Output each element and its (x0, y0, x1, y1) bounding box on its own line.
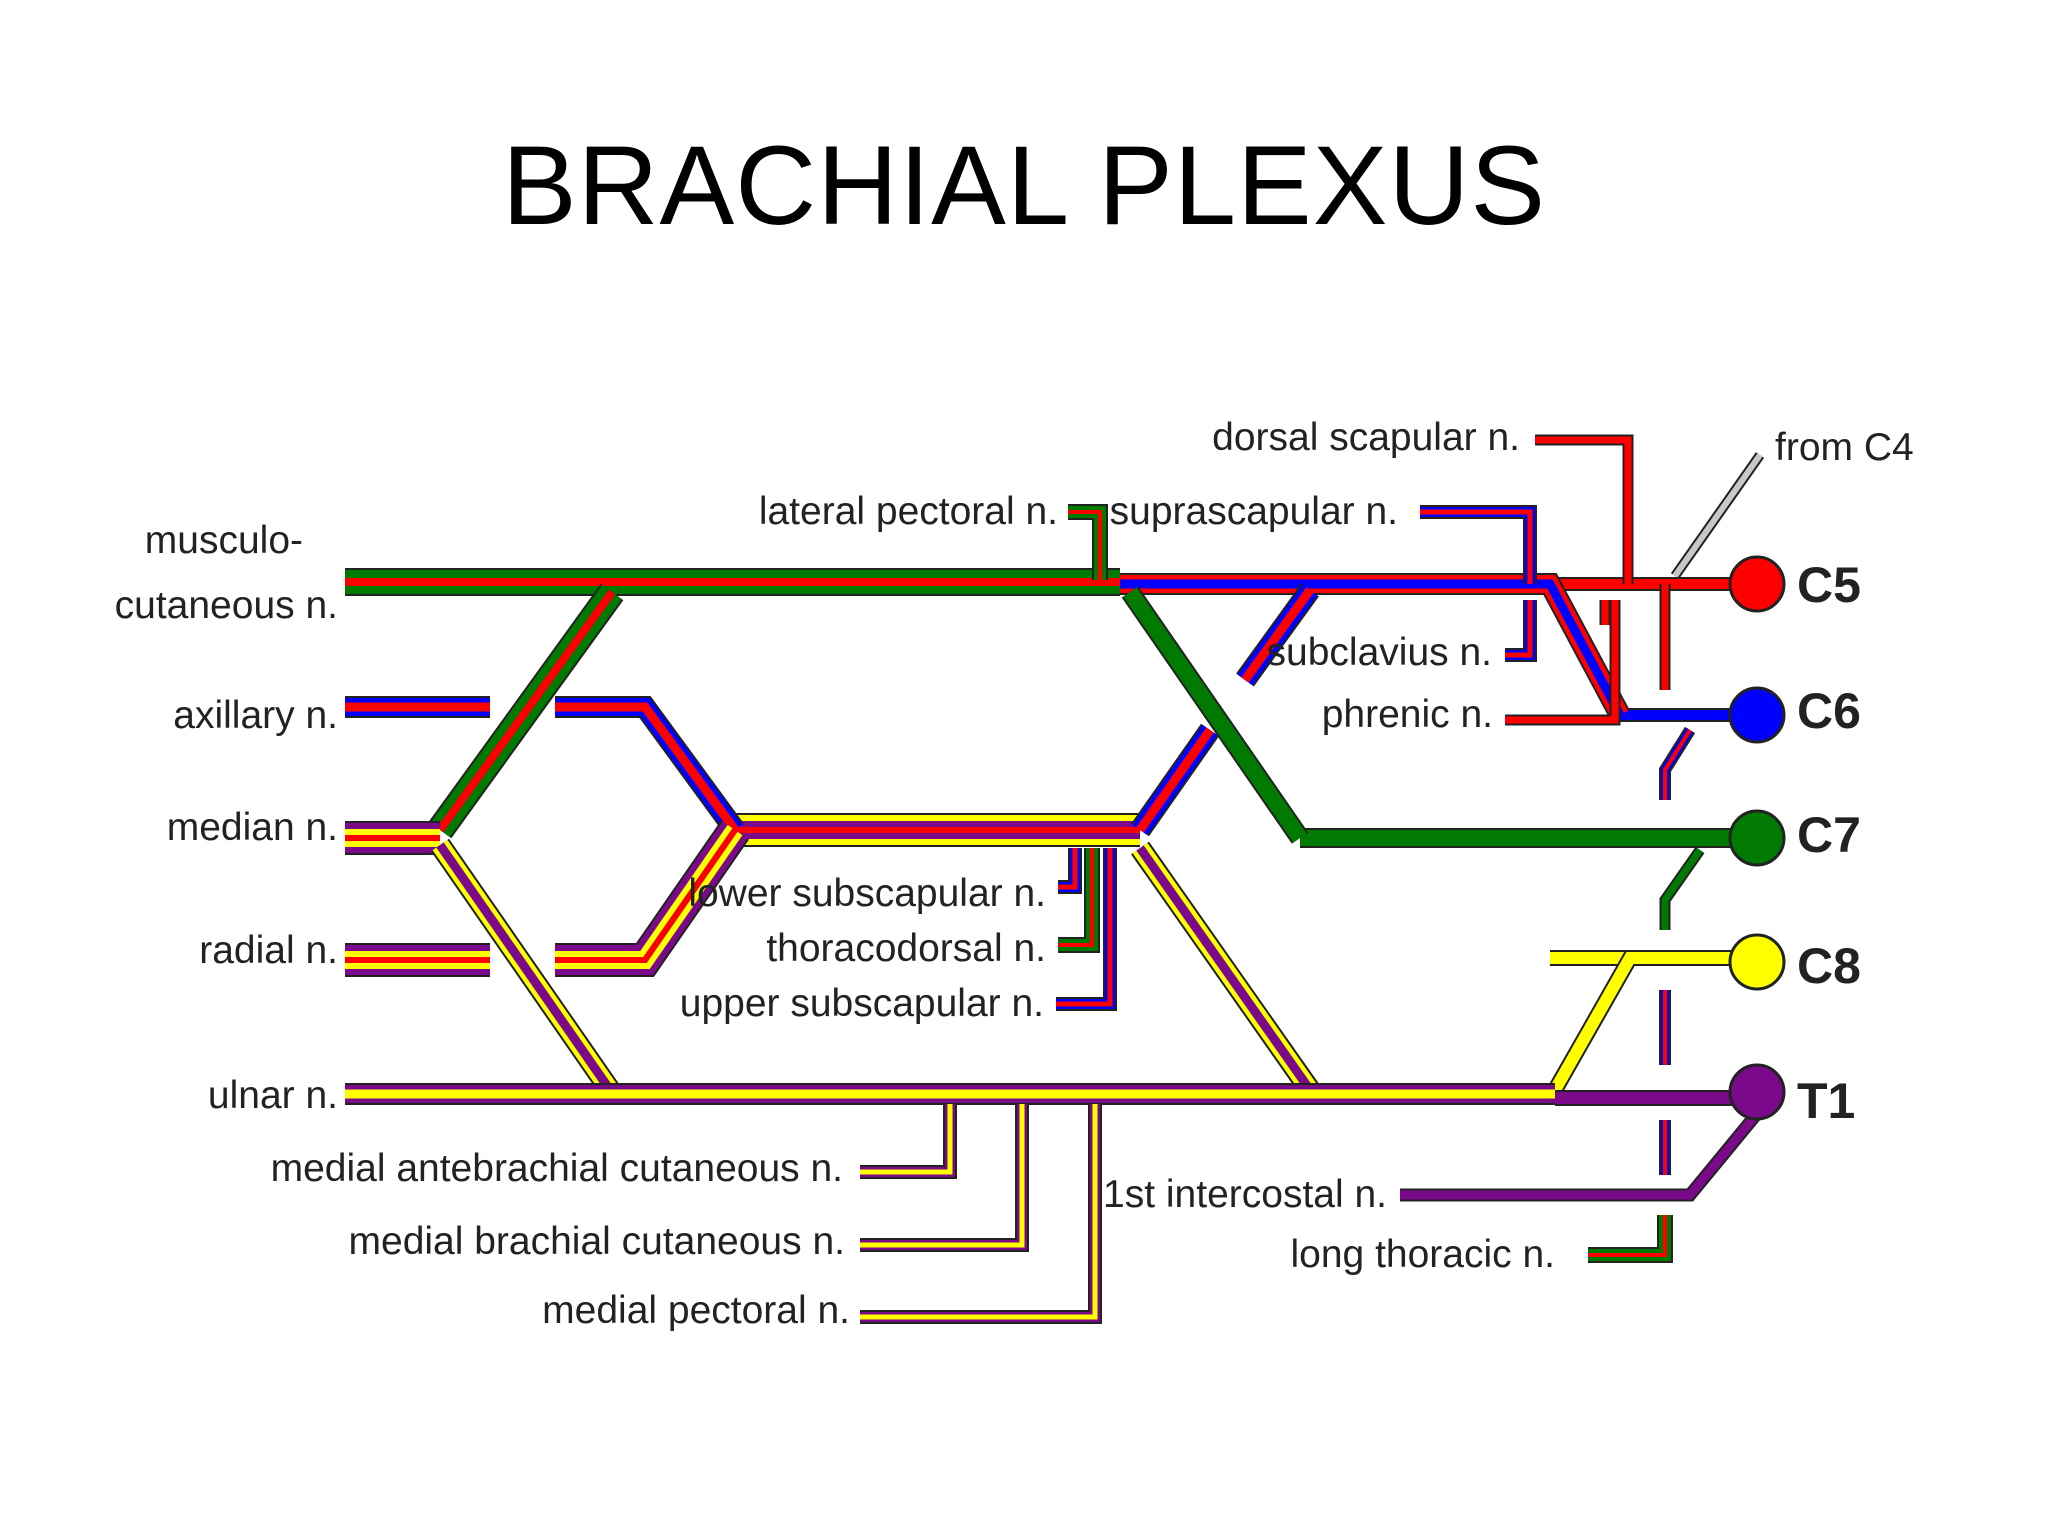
first-intercostal-nerve (1400, 1105, 1766, 1202)
root-label-c5: C5 (1797, 557, 1861, 613)
label-musculocutaneous-1: musculo- (145, 519, 303, 562)
posterior-division-green (1121, 586, 1309, 844)
posterior-division-upper-2 (1236, 583, 1319, 687)
c4-contribution (1670, 452, 1765, 579)
label-radial: radial n. (199, 929, 338, 972)
lower-subscapular-nerve (1058, 848, 1082, 894)
axillary-nerve-2 (555, 696, 744, 837)
label-ulnar: ulnar n. (208, 1074, 338, 1117)
medial-antebrachial-cutaneous-nerve (860, 1104, 957, 1179)
medial-cord (1130, 841, 1320, 1097)
label-first-intercostal: 1st intercostal n. (1103, 1173, 1387, 1216)
label-dorsal-scapular: dorsal scapular n. (1212, 416, 1520, 459)
medial-brachial-cutaneous-nerve (860, 1104, 1029, 1252)
root-bulbs (1728, 555, 1786, 1121)
upper-trunk (1120, 573, 1630, 721)
label-suprascapular: suprascapular n. (1110, 490, 1398, 533)
root-bulb-c8 (1728, 933, 1786, 991)
root-bulb-c5 (1728, 555, 1786, 613)
lower-trunk-c8 (1548, 950, 1650, 1094)
long-thoracic-c6 (1659, 726, 1696, 800)
label-upper-subscapular: upper subscapular n. (680, 982, 1044, 1025)
dorsal-scapular-nerve (1535, 434, 1634, 584)
posterior-division-upper (1130, 723, 1220, 837)
lateral-pectoral-nerve (1068, 504, 1108, 580)
label-long-thoracic: long thoracic n. (1291, 1233, 1556, 1276)
root-bulb-t1 (1728, 1063, 1786, 1121)
lateral-root-of-median (428, 583, 624, 839)
thoracodorsal-nerve (1058, 848, 1100, 953)
root-label-t1: T1 (1797, 1073, 1855, 1129)
medial-root-of-median (430, 838, 620, 1097)
label-thoracodorsal: thoracodorsal n. (766, 927, 1046, 970)
root-label-c7: C7 (1797, 807, 1861, 863)
label-axillary: axillary n. (173, 694, 338, 737)
label-musculocutaneous-2: cutaneous n. (115, 584, 338, 627)
label-medial-brachial-cutaneous: medial brachial cutaneous n. (349, 1220, 845, 1263)
nerve-paths (345, 434, 1766, 1324)
suprascapular-nerve (1420, 505, 1537, 584)
radial-nerve-2 (555, 820, 749, 977)
upper-subscapular-nerve (1056, 848, 1117, 1011)
root-label-c6: C6 (1797, 683, 1861, 739)
subclavius-nerve (1505, 600, 1537, 662)
label-phrenic: phrenic n. (1322, 693, 1493, 736)
root-bulb-c6 (1728, 686, 1786, 744)
label-lateral-pectoral: lateral pectoral n. (759, 490, 1058, 533)
medial-pectoral-nerve (860, 1104, 1102, 1324)
label-lower-subscapular: lower subscapular n. (688, 872, 1046, 915)
label-median: median n. (167, 806, 338, 849)
root-bulb-c7 (1728, 809, 1786, 867)
label-medial-antebrachial-cutaneous: medial antebrachial cutaneous n. (271, 1147, 843, 1190)
label-medial-pectoral: medial pectoral n. (542, 1289, 850, 1332)
phrenic-nerve (1505, 600, 1621, 726)
label-from-c4: from C4 (1775, 426, 1914, 469)
long-thoracic-c7 (1659, 846, 1705, 930)
label-subclavius: subclavius n. (1267, 631, 1492, 674)
slide-title: BRACHIAL PLEXUS (501, 123, 1547, 248)
long-thoracic-nerve (1588, 1215, 1673, 1263)
root-label-c8: C8 (1797, 938, 1861, 994)
